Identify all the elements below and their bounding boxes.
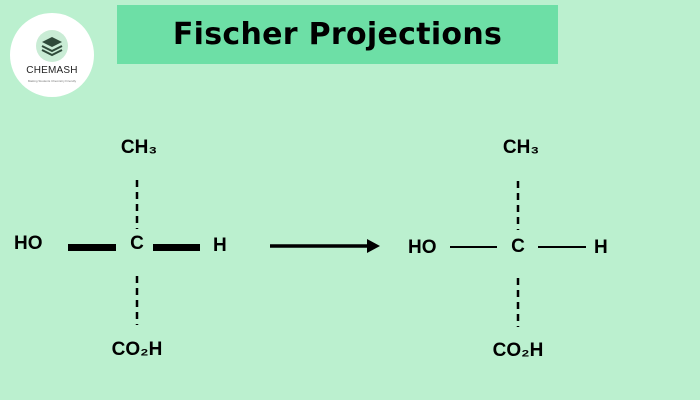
title-banner: Fischer Projections	[117, 5, 558, 64]
logo-name: CHEMASH	[26, 65, 78, 76]
substituent-bottom: CO₂H	[493, 340, 544, 361]
central-carbon: C	[130, 233, 144, 254]
logo: CHEMASH Making Students Chemistry Friend…	[10, 13, 94, 97]
stacked-layers-icon	[36, 30, 68, 62]
substituent-right: H	[594, 237, 608, 258]
fischer-projection-structure: CH₃ HO C H CO₂H	[408, 137, 608, 361]
substituent-top: CH₃	[121, 137, 157, 158]
wedge-bond-right	[153, 244, 200, 251]
substituent-left: HO	[14, 233, 43, 254]
substituent-left: HO	[408, 237, 437, 258]
substituent-top: CH₃	[503, 137, 539, 158]
logo-tagline: Making Students Chemistry Friendly	[27, 79, 77, 83]
substituent-right: H	[213, 235, 227, 256]
central-carbon: C	[511, 236, 525, 257]
page-title: Fischer Projections	[172, 17, 503, 52]
wedge-dash-structure: CH₃ HO C H CO₂H	[14, 137, 227, 360]
wedge-bond-left	[68, 244, 116, 251]
right-arrow-icon	[270, 239, 380, 253]
substituent-bottom: CO₂H	[112, 339, 163, 360]
